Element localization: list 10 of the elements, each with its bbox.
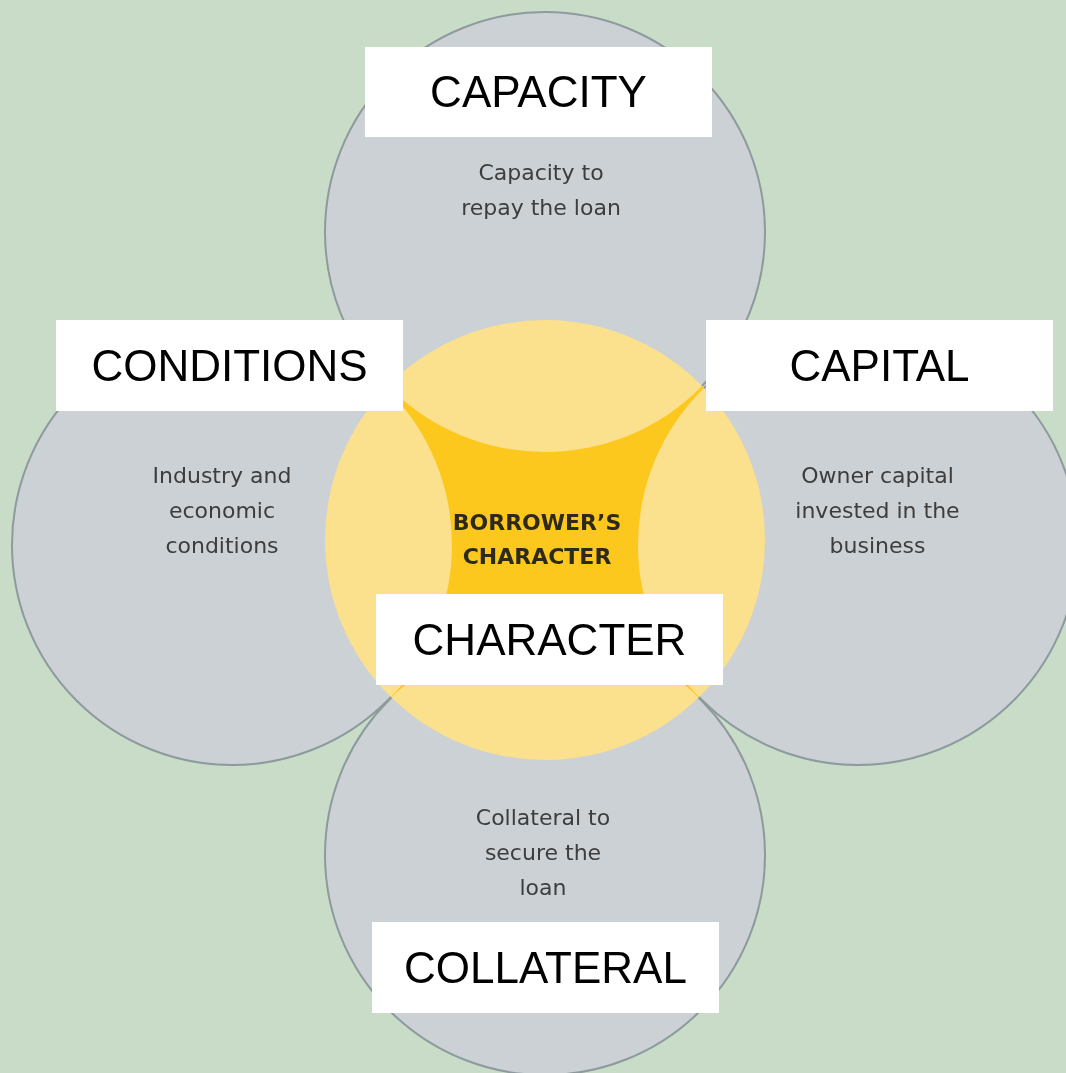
description-text: Collateral to secure the loan — [474, 804, 612, 902]
category-label: COLLATERAL — [372, 922, 719, 1013]
category-label: CAPACITY — [365, 47, 712, 137]
description-text: Capacity to repay the loan — [461, 159, 621, 222]
category-label: CAPITAL — [706, 320, 1053, 411]
category-label: CHARACTER — [376, 594, 723, 685]
description-text: Industry and economic conditions — [152, 462, 292, 560]
description-text: BORROWER’S CHARACTER — [451, 509, 623, 571]
description-text: Owner capital invested in the business — [795, 462, 960, 560]
category-label: CONDITIONS — [56, 320, 403, 411]
